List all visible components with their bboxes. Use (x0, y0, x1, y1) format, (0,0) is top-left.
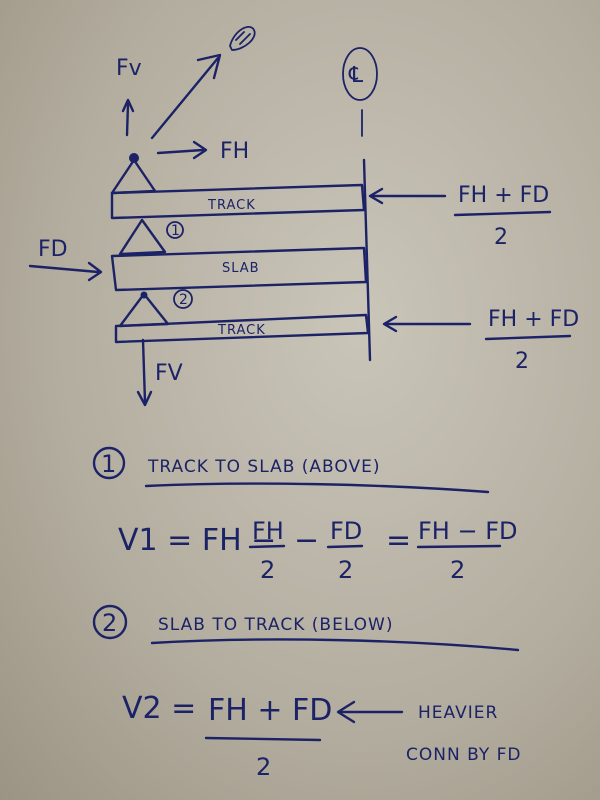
equation-1: V1 = FH − FH 2 − FD 2 = FH − FD 2 (118, 517, 518, 584)
eq1-term2-den: 2 (338, 556, 353, 584)
fd-arrow: FD (28, 237, 103, 282)
right-load-top-head (368, 187, 384, 205)
section-2-number: 2 (102, 609, 117, 637)
section-2-circle (92, 604, 128, 640)
support-2-pin (140, 291, 148, 299)
fh-arrow: FH (156, 139, 249, 164)
top-track-member (110, 183, 366, 220)
eq1-result-den: 2 (450, 556, 465, 584)
resultant-arrow-head (196, 53, 222, 80)
top-support-pin (129, 153, 139, 163)
fv-down-arrow: FV (136, 338, 183, 407)
eq2-lhs: V2 = (122, 691, 196, 726)
circle-2-number: 2 (179, 292, 188, 308)
section-1-circle (92, 446, 126, 480)
centerline-bubble (342, 47, 378, 101)
right-load-top: FH + FD 2 (368, 183, 552, 250)
fd-arrow-head (87, 261, 103, 282)
circle-1-marker (166, 221, 184, 239)
section-2-heading: 2 SLAB TO TRACK (BELOW) (92, 604, 520, 652)
force-diagram: ℄ TRACK SLAB TRACK 1 2 Fv (28, 25, 579, 407)
fh-arrow-head (192, 140, 208, 160)
fd-arrow-shaft (28, 264, 100, 274)
slab-label: SLAB (222, 261, 260, 276)
fv-down-label: FV (155, 361, 183, 386)
section-1-underline (144, 482, 490, 494)
section-2-underline (150, 638, 520, 652)
eq1-result-num: FH − FD (418, 517, 518, 545)
right-load-bottom-fraction-bar (484, 334, 572, 341)
fv-down-arrow-shaft (141, 338, 147, 404)
notes: 1 TRACK TO SLAB (ABOVE) V1 = FH − FH 2 −… (92, 446, 521, 781)
resultant-arrow (150, 25, 256, 140)
eq2-fraction-bar (204, 736, 322, 742)
eq1-term1-den: 2 (260, 556, 275, 584)
right-load-bottom-head (382, 315, 398, 333)
slab-member (110, 246, 368, 292)
eq2-denominator: 2 (256, 753, 271, 781)
scribble-mark (229, 25, 256, 51)
eq1-term1-num: FH (252, 517, 284, 545)
eq1-term2-bar (326, 544, 364, 549)
eq1-term1-bar (248, 544, 286, 549)
right-load-top-numerator: FH + FD (458, 183, 549, 208)
support-1-triangle (118, 218, 167, 256)
eq1-result-bar (416, 544, 502, 549)
top-track-label: TRACK (207, 198, 256, 213)
equation-2: V2 = FH + FD 2 (122, 691, 332, 781)
circle-1-number: 1 (171, 223, 180, 239)
section-1-heading: 1 TRACK TO SLAB (ABOVE) (92, 446, 490, 494)
eq1-equals: = (386, 523, 411, 558)
annotation-line-2: CONN BY FD (406, 745, 521, 765)
centerline-line (362, 158, 372, 362)
bottom-track-member (114, 313, 370, 344)
fv-arrow-head (121, 98, 135, 113)
support-2-triangle (118, 292, 170, 328)
bottom-track-label: TRACK (217, 323, 266, 338)
fv-down-arrow-head (136, 390, 153, 407)
centerline-symbol: ℄ (348, 63, 364, 88)
fd-label: FD (38, 237, 68, 262)
fh-arrow-shaft (156, 148, 205, 155)
eq1-term2-num: FD (330, 517, 362, 545)
eq1-lhs: V1 = FH − (118, 523, 276, 558)
circle-2-marker (173, 289, 193, 309)
right-load-bottom-denominator: 2 (515, 349, 529, 374)
eq1-minus: − (294, 523, 319, 558)
right-load-bottom-numerator: FH + FD (488, 307, 579, 332)
annotation-arrow-head (336, 700, 356, 724)
right-load-top-denominator: 2 (494, 225, 508, 250)
section-2-title: SLAB TO TRACK (BELOW) (158, 615, 394, 635)
annotation-line-1: HEAVIER (418, 703, 498, 723)
annotation: HEAVIER CONN BY FD (336, 700, 521, 765)
fv-arrow-shaft (125, 102, 130, 137)
right-load-bottom: FH + FD 2 (382, 307, 579, 374)
right-load-top-fraction-bar (453, 210, 552, 217)
fv-arrow: Fv (116, 56, 142, 137)
top-support-triangle (110, 158, 157, 195)
resultant-arrow-shaft (150, 56, 220, 140)
fh-label: FH (220, 139, 249, 164)
section-1-title: TRACK TO SLAB (ABOVE) (147, 457, 381, 477)
eq2-numerator: FH + FD (208, 693, 332, 728)
fv-label: Fv (116, 56, 142, 81)
centerline: ℄ (342, 47, 378, 362)
section-1-number: 1 (101, 450, 116, 478)
